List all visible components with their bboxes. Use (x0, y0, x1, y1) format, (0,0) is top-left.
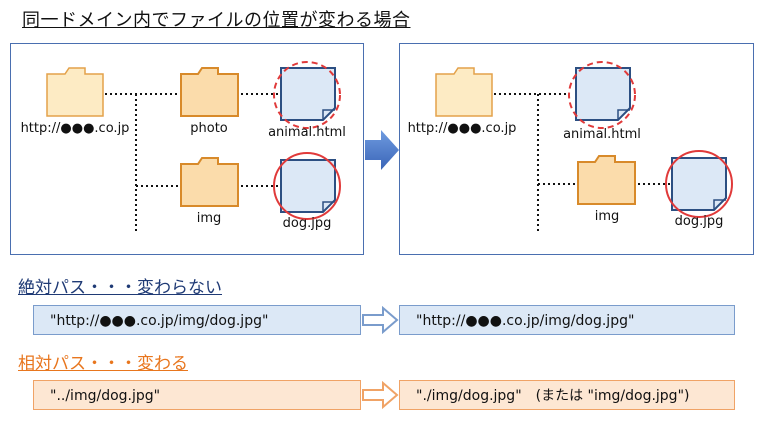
before-tree-svg (46, 61, 341, 234)
relative-path-before: "../img/dog.jpg" (33, 380, 361, 410)
after-diagram-panel: http://●●●.co.jp animal.html img dog.jpg (399, 43, 754, 255)
folder-icon (435, 67, 493, 117)
highlight-circle (568, 61, 636, 129)
folder-icon (180, 157, 239, 207)
dog-file-label: dog.jpg (282, 216, 332, 231)
domain-label: http://●●●.co.jp (407, 121, 517, 136)
relative-path-after: "./img/dog.jpg" (または "img/dog.jpg") (399, 380, 735, 410)
animal-file-label: animal.html (268, 125, 346, 140)
highlight-circle (273, 152, 341, 220)
file-icon (671, 157, 727, 211)
absolute-path-before: "http://●●●.co.jp/img/dog.jpg" (33, 305, 361, 335)
after-tree-svg (435, 61, 733, 234)
domain-label: http://●●●.co.jp (20, 121, 130, 136)
img-folder-label: img (594, 209, 620, 224)
right-arrow-icon (362, 306, 399, 334)
tree-connectors (494, 93, 672, 234)
relative-path-heading: 相対パス・・・変わる (18, 354, 188, 374)
absolute-path-heading: 絶対パス・・・変わらない (18, 278, 222, 298)
page-title: 同一ドメイン内でファイルの位置が変わる場合 (22, 10, 411, 31)
file-icon (280, 67, 336, 121)
file-icon (280, 159, 336, 213)
right-arrow-icon (362, 381, 399, 409)
photo-folder-label: photo (190, 121, 228, 136)
folder-icon (577, 155, 636, 205)
folder-icon (180, 67, 239, 117)
before-diagram-panel: http://●●●.co.jp photo img animal.html d… (10, 43, 364, 255)
absolute-path-after: "http://●●●.co.jp/img/dog.jpg" (399, 305, 735, 335)
folder-icon (46, 67, 104, 117)
file-icon (575, 67, 631, 121)
right-arrow-icon (365, 130, 399, 170)
img-folder-label: img (196, 211, 222, 226)
highlight-circle (665, 150, 733, 218)
highlight-circle (273, 61, 341, 129)
tree-connectors (105, 93, 281, 234)
animal-file-label: animal.html (563, 127, 641, 142)
dog-file-label: dog.jpg (674, 214, 724, 229)
